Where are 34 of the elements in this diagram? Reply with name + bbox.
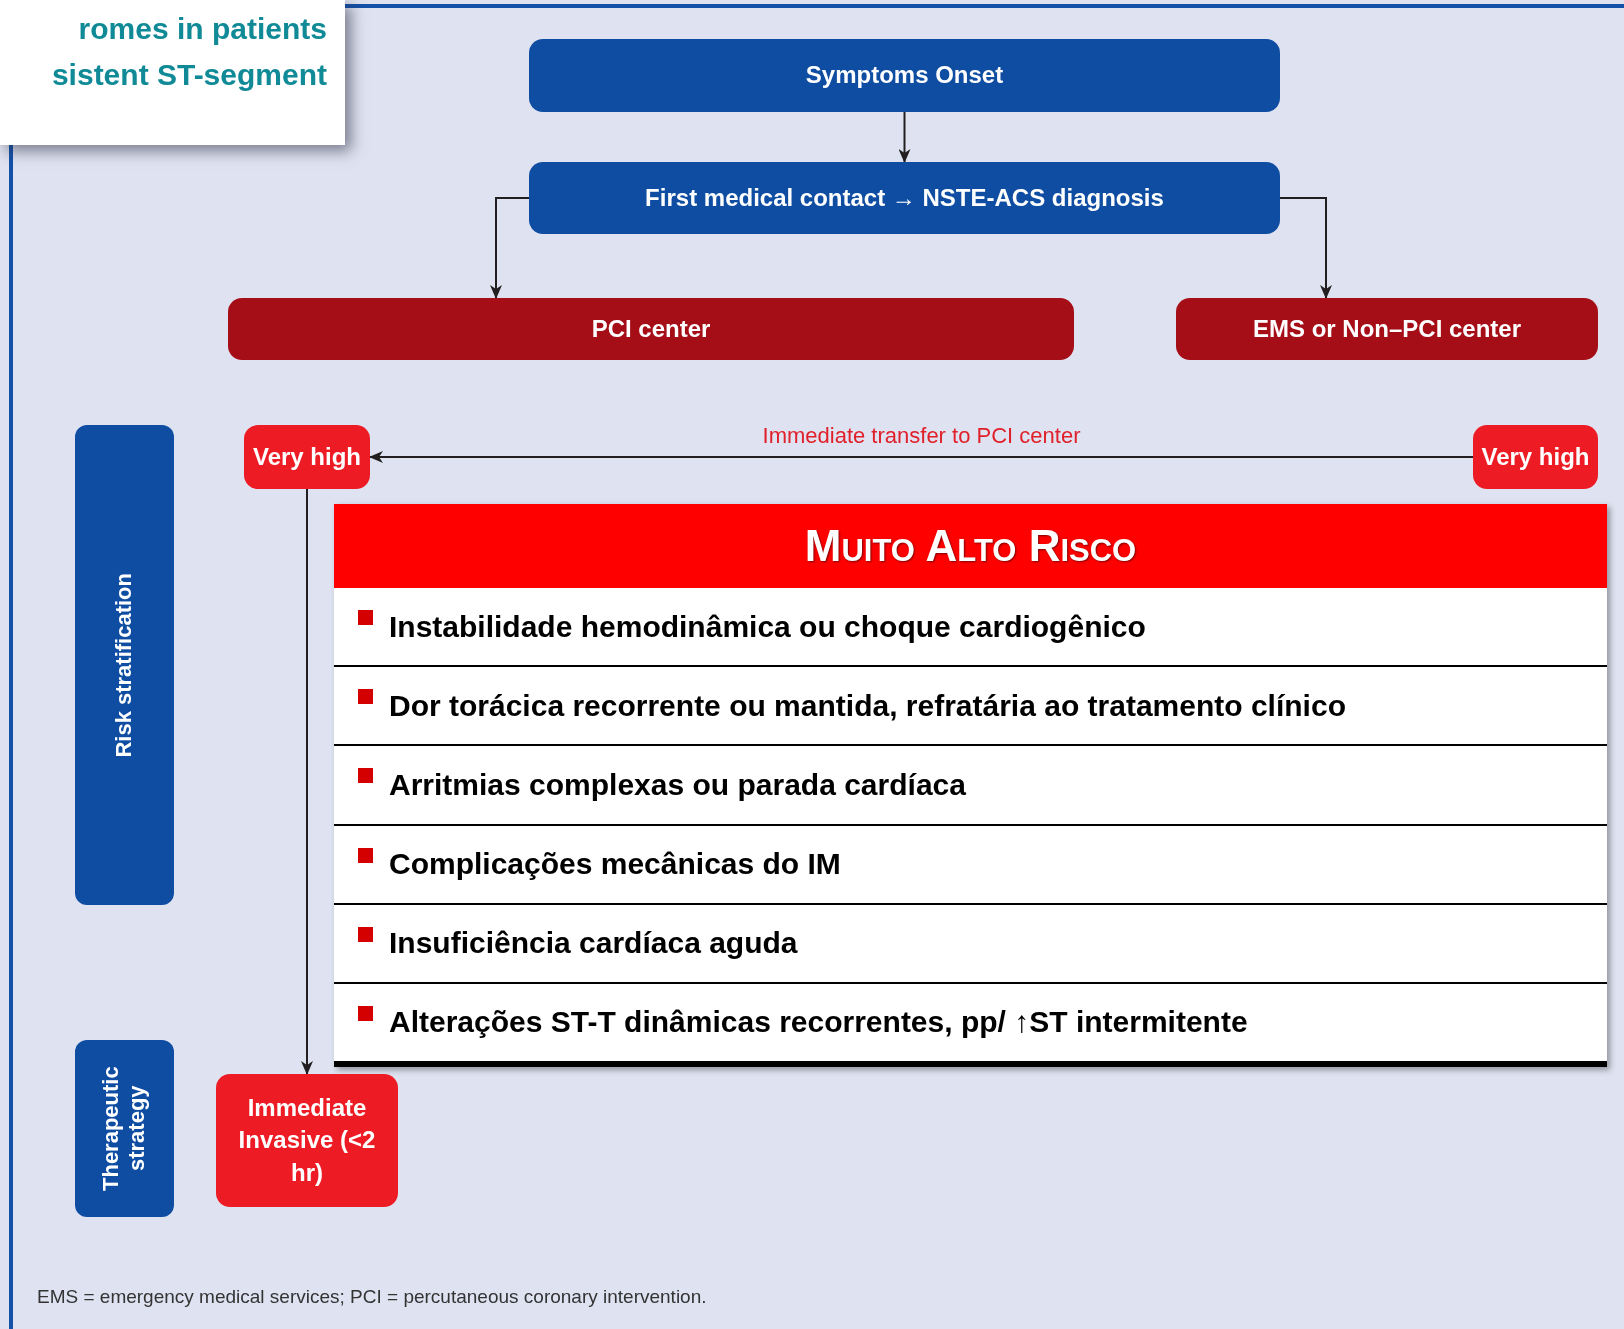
arrow bbox=[1279, 197, 1332, 299]
title-text: sistent ST-segment bbox=[51, 57, 327, 93]
criterion-text: Alterações ST-T dinâmicas recorrentes, pp/ ↑ST intermitente bbox=[389, 1005, 1248, 1040]
box-label: Symptoms Onset bbox=[805, 60, 1004, 91]
process-box bbox=[1176, 298, 1598, 360]
process-box bbox=[529, 162, 1280, 234]
footnote: EMS = emergency medical services; PCI = percutaneous coronary intervention. bbox=[37, 1286, 707, 1308]
box-label: EMS or Non–PCI center bbox=[1252, 313, 1522, 344]
box-label: Risk stratification bbox=[111, 572, 138, 758]
box-label: Immediate Invasive (<2 hr) bbox=[237, 1092, 377, 1188]
criterion-text: Complicações mecânicas do IM bbox=[389, 847, 841, 882]
side-label-box bbox=[75, 1040, 174, 1217]
process-box bbox=[228, 298, 1074, 360]
criteria-card bbox=[334, 504, 1607, 1067]
process-box bbox=[244, 425, 370, 489]
criterion-text: Instabilidade hemodinâmica ou choque cardiogênico bbox=[389, 609, 1146, 644]
criterion-text: Arritmias complexas ou parada cardíaca bbox=[389, 767, 966, 802]
arrow bbox=[898, 111, 911, 163]
process-box bbox=[529, 39, 1280, 112]
process-box bbox=[216, 1074, 398, 1207]
side-label-box bbox=[75, 425, 174, 905]
criterion-text: Insuficiência cardíaca aguda bbox=[389, 926, 798, 961]
title-text: romes in patients bbox=[78, 11, 327, 47]
arrow bbox=[490, 197, 530, 299]
box-label: First medical contact → NSTE-ACS diagnosis bbox=[645, 182, 1164, 213]
arrow bbox=[369, 451, 1474, 463]
arrow bbox=[301, 488, 313, 1075]
box-label: Very high bbox=[252, 441, 361, 472]
card-heading: Muito Alto Risco bbox=[334, 504, 1607, 588]
process-box bbox=[1473, 425, 1598, 489]
box-label: Very high bbox=[1481, 441, 1590, 472]
box-label: PCI center bbox=[591, 313, 711, 344]
box-label: Therapeutic strategy bbox=[98, 1065, 151, 1193]
criterion-text: Dor torácica recorrente ou mantida, refratária ao tratamento clínico bbox=[389, 688, 1346, 723]
